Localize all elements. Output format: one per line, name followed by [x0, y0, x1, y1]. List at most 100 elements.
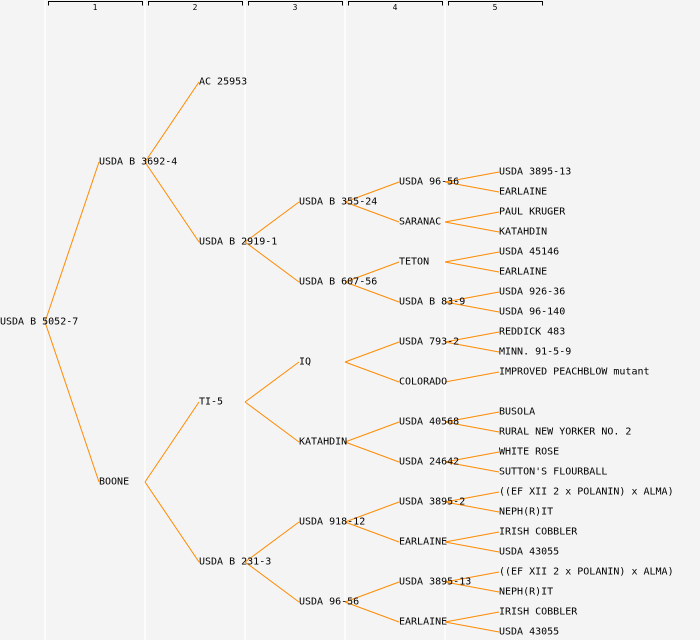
pedigree-node-label[interactable]: IMPROVED PEACHBLOW mutant	[499, 367, 650, 378]
column-bracket	[248, 1, 343, 6]
pedigree-node-label[interactable]: EARLAINE	[399, 537, 447, 548]
pedigree-node-label[interactable]: AC 25953	[199, 77, 247, 88]
pedigree-node-label[interactable]: MINN. 91-5-9	[499, 347, 571, 358]
pedigree-node-label[interactable]: EARLAINE	[499, 267, 547, 278]
pedigree-link	[144, 481, 200, 563]
pedigree-link	[344, 421, 400, 443]
pedigree-link	[444, 621, 500, 633]
pedigree-node-label[interactable]: USDA 3895-2	[399, 497, 465, 508]
pedigree-link	[444, 291, 500, 303]
pedigree-node-label[interactable]: USDA 793-2	[399, 337, 459, 348]
pedigree-node-label[interactable]: USDA 24642	[399, 457, 459, 468]
pedigree-link	[444, 261, 500, 273]
pedigree-node-label[interactable]: USDA B 231-3	[199, 557, 271, 568]
pedigree-link	[344, 201, 400, 223]
pedigree-node-label[interactable]: RURAL NEW YORKER NO. 2	[499, 427, 631, 438]
column-bracket	[48, 1, 143, 6]
pedigree-link	[444, 461, 500, 473]
pedigree-link	[444, 331, 500, 343]
column-number: 1	[93, 3, 98, 12]
column-number: 4	[393, 3, 398, 12]
pedigree-node-label[interactable]: USDA B 607-56	[299, 277, 377, 288]
pedigree-link	[444, 611, 500, 623]
pedigree-node-label[interactable]: KATAHDIN	[299, 437, 347, 448]
pedigree-link	[444, 301, 500, 313]
pedigree-link	[444, 181, 500, 193]
pedigree-link	[444, 581, 500, 593]
pedigree-link	[44, 161, 100, 323]
generation-columns	[44, 0, 446, 640]
pedigree-link	[44, 321, 100, 483]
pedigree-node-label[interactable]: USDA 3895-13	[499, 167, 571, 178]
pedigree-link	[144, 161, 200, 243]
pedigree-link	[444, 371, 500, 383]
pedigree-link	[344, 601, 400, 623]
pedigree-link	[144, 81, 200, 163]
pedigree-node-label[interactable]: EARLAINE	[399, 617, 447, 628]
pedigree-node-label[interactable]: NEPH(R)IT	[499, 587, 553, 598]
pedigree-node-label[interactable]: NEPH(R)IT	[499, 507, 553, 518]
pedigree-node-label[interactable]: USDA 40568	[399, 417, 459, 428]
pedigree-link	[244, 241, 300, 283]
pedigree-node-label[interactable]: USDA 918-12	[299, 517, 365, 528]
generation-header: 1 2 3 4 5	[48, 1, 543, 12]
pedigree-link	[444, 421, 500, 433]
pedigree-node-label[interactable]: USDA B 355-24	[299, 197, 377, 208]
pedigree-node-label[interactable]: SUTTON'S FLOURBALL	[499, 467, 607, 478]
pedigree-node-label[interactable]: KATAHDIN	[499, 227, 547, 238]
pedigree-link	[244, 401, 300, 443]
pedigree-node-label[interactable]: PAUL KRUGER	[499, 207, 566, 218]
pedigree-link	[444, 541, 500, 553]
pedigree-node-label[interactable]: USDA 43055	[499, 627, 559, 638]
pedigree-link	[444, 251, 500, 263]
pedigree-link	[444, 451, 500, 463]
pedigree-link	[344, 361, 400, 383]
pedigree-node-label[interactable]: BUSOLA	[499, 407, 535, 418]
pedigree-link	[344, 281, 400, 303]
pedigree-node-label[interactable]: USDA B 5052-7	[0, 317, 78, 328]
pedigree-node-label[interactable]: IRISH COBBLER	[499, 607, 578, 618]
pedigree-link	[344, 181, 400, 203]
pedigree-node-label[interactable]: SARANAC	[399, 217, 441, 228]
pedigree-node-label[interactable]: EARLAINE	[499, 187, 547, 198]
pedigree-link	[444, 571, 500, 583]
pedigree-node-label[interactable]: IRISH COBBLER	[499, 527, 578, 538]
pedigree-node-label[interactable]: USDA B 2919-1	[199, 237, 277, 248]
pedigree-node-label[interactable]: USDA 45146	[499, 247, 559, 258]
pedigree-link	[344, 441, 400, 463]
pedigree-node-label[interactable]: USDA 96-56	[299, 597, 359, 608]
pedigree-node-label[interactable]: TI-5	[199, 397, 223, 408]
pedigree-node-label[interactable]: ((EF XII 2 x POLANIN) x ALMA)	[499, 487, 674, 498]
pedigree-node-label[interactable]: IQ	[299, 357, 311, 368]
pedigree-node-label[interactable]: USDA 926-36	[499, 287, 565, 298]
pedigree-link	[444, 491, 500, 503]
pedigree-links	[44, 81, 500, 633]
pedigree-link	[244, 201, 300, 243]
pedigree-node-label[interactable]: USDA 43055	[499, 547, 559, 558]
column-bracket	[148, 1, 243, 6]
pedigree-node-label[interactable]: ((EF XII 2 x POLANIN) x ALMA)	[499, 567, 674, 578]
pedigree-link	[244, 361, 300, 403]
column-number: 2	[193, 3, 198, 12]
pedigree-link	[244, 561, 300, 603]
pedigree-node-label[interactable]: USDA B 83-9	[399, 297, 465, 308]
pedigree-link	[444, 501, 500, 513]
pedigree-link	[444, 221, 500, 233]
pedigree-node-label[interactable]: WHITE ROSE	[499, 447, 559, 458]
column-number: 5	[493, 3, 498, 12]
pedigree-node-label[interactable]: REDDICK 483	[499, 327, 565, 338]
pedigree-node-label[interactable]: USDA 96-56	[399, 177, 459, 188]
column-number: 3	[293, 3, 298, 12]
pedigree-link	[444, 411, 500, 423]
pedigree-node-label[interactable]: USDA 96-140	[499, 307, 565, 318]
pedigree-node-label[interactable]: USDA B 3692-4	[99, 157, 177, 168]
pedigree-node-label[interactable]: USDA 3895-13	[399, 577, 471, 588]
pedigree-link	[444, 211, 500, 223]
pedigree-link	[144, 401, 200, 483]
pedigree-node-label[interactable]: COLORADO	[399, 377, 447, 388]
pedigree-link	[344, 261, 400, 283]
column-bracket	[448, 1, 543, 6]
pedigree-node-label[interactable]: BOONE	[99, 477, 129, 488]
pedigree-node-label[interactable]: TETON	[399, 257, 429, 268]
